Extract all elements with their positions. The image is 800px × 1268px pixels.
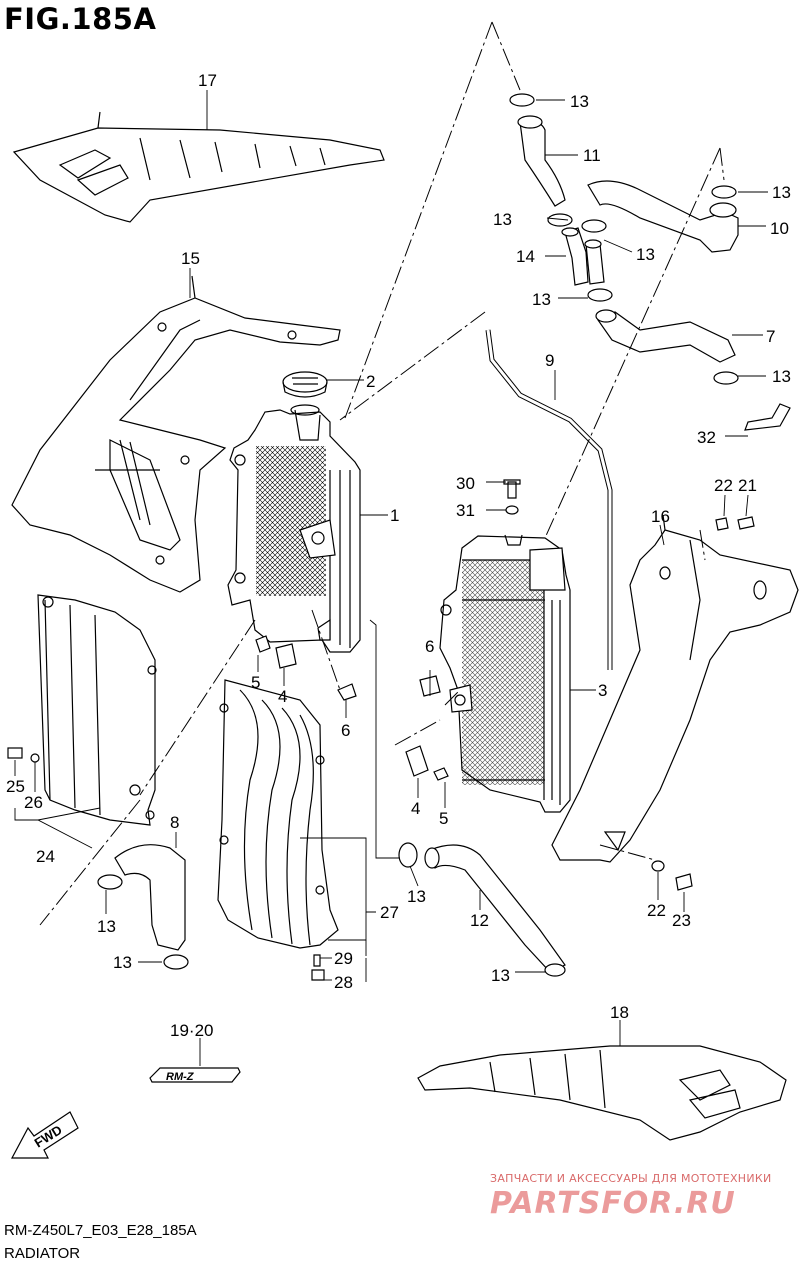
- label-part-32: 32: [697, 428, 716, 447]
- label-part-18: 18: [610, 1003, 629, 1022]
- label-part-13: 13: [491, 966, 510, 985]
- part-16-radiator-cover-right: [551, 514, 799, 863]
- part-labels: 17 15 13 11 13 10 13 13 14 13 7 13 2 9 3…: [6, 71, 791, 1151]
- part-17-shroud-graphic: [12, 111, 385, 223]
- label-part-14: 14: [516, 247, 535, 266]
- part-32-bracket: [744, 403, 791, 431]
- label-part-10: 10: [770, 219, 789, 238]
- part-14-hose-joint: [561, 227, 605, 286]
- part-27-radiator-louver: [217, 679, 339, 949]
- leader-lines: [14, 90, 768, 1066]
- part-19-20-emblem: [149, 1067, 241, 1083]
- part-8-hose: [114, 844, 186, 951]
- label-part-13: 13: [636, 245, 655, 264]
- part-3-radiator-right: [439, 534, 571, 813]
- emblem-text: RM-Z: [166, 1071, 195, 1083]
- label-part-1: 1: [390, 506, 399, 525]
- label-part-21: 21: [738, 476, 757, 495]
- hose-clamps: [97, 93, 739, 977]
- label-part-26: 26: [24, 793, 43, 812]
- label-part-13: 13: [570, 92, 589, 111]
- label-part-13: 13: [407, 887, 426, 906]
- fwd-arrow-icon: [11, 1111, 79, 1159]
- part-10-hose: [587, 180, 739, 253]
- label-part-19-20: 19·20: [170, 1021, 213, 1040]
- label-part-13: 13: [772, 367, 791, 386]
- part-7-hose: [595, 309, 736, 363]
- label-part-15: 15: [181, 249, 200, 268]
- part-18-shroud-graphic: [417, 1045, 787, 1141]
- label-part-5: 5: [251, 673, 260, 692]
- part-11-hose: [517, 115, 566, 207]
- reference-lines: [39, 21, 725, 926]
- label-part-22: 22: [647, 901, 666, 920]
- label-part-8: 8: [170, 813, 179, 832]
- part-12-hose: [424, 844, 566, 973]
- part-24-radiator-guard: [37, 594, 157, 826]
- label-part-16: 16: [651, 507, 670, 526]
- label-part-27: 27: [380, 903, 399, 922]
- part-15-radiator-cover-left: [11, 275, 341, 593]
- label-part-17: 17: [198, 71, 217, 90]
- label-part-29: 29: [334, 949, 353, 968]
- label-part-13: 13: [772, 183, 791, 202]
- label-part-2: 2: [366, 372, 375, 391]
- label-part-9: 9: [545, 351, 554, 370]
- label-part-12: 12: [470, 911, 489, 930]
- label-part-11: 11: [583, 146, 601, 165]
- label-part-31: 31: [456, 501, 475, 520]
- label-part-23: 23: [672, 911, 691, 930]
- label-part-30: 30: [456, 474, 475, 493]
- label-part-13: 13: [532, 290, 551, 309]
- label-part-6: 6: [341, 721, 350, 740]
- part-9-overflow-hose: [485, 329, 613, 670]
- label-part-22: 22: [714, 476, 733, 495]
- watermark-tagline: ЗАПЧАСТИ И АКСЕССУАРЫ ДЛЯ МОТОТЕХНИКИ: [490, 1172, 772, 1185]
- figure-code: RM-Z450L7_E03_E28_185A: [4, 1222, 197, 1239]
- label-part-5: 5: [439, 809, 448, 828]
- label-part-6: 6: [425, 637, 434, 656]
- label-part-4: 4: [411, 799, 420, 818]
- part-2-radiator-cap: [282, 371, 328, 398]
- label-part-3: 3: [598, 681, 607, 700]
- label-part-25: 25: [6, 777, 25, 796]
- watermark-logo: PARTSFOR.RU: [490, 1186, 736, 1221]
- label-part-13: 13: [113, 953, 132, 972]
- figure-name: RADIATOR: [4, 1245, 81, 1262]
- figure-title: FIG.185A: [4, 2, 157, 36]
- label-part-13: 13: [493, 210, 512, 229]
- label-part-24: 24: [36, 847, 55, 866]
- label-part-7: 7: [766, 327, 775, 346]
- label-part-13: 13: [97, 917, 116, 936]
- part-1-radiator-left: [227, 404, 361, 653]
- label-part-4: 4: [278, 687, 287, 706]
- label-part-28: 28: [334, 973, 353, 992]
